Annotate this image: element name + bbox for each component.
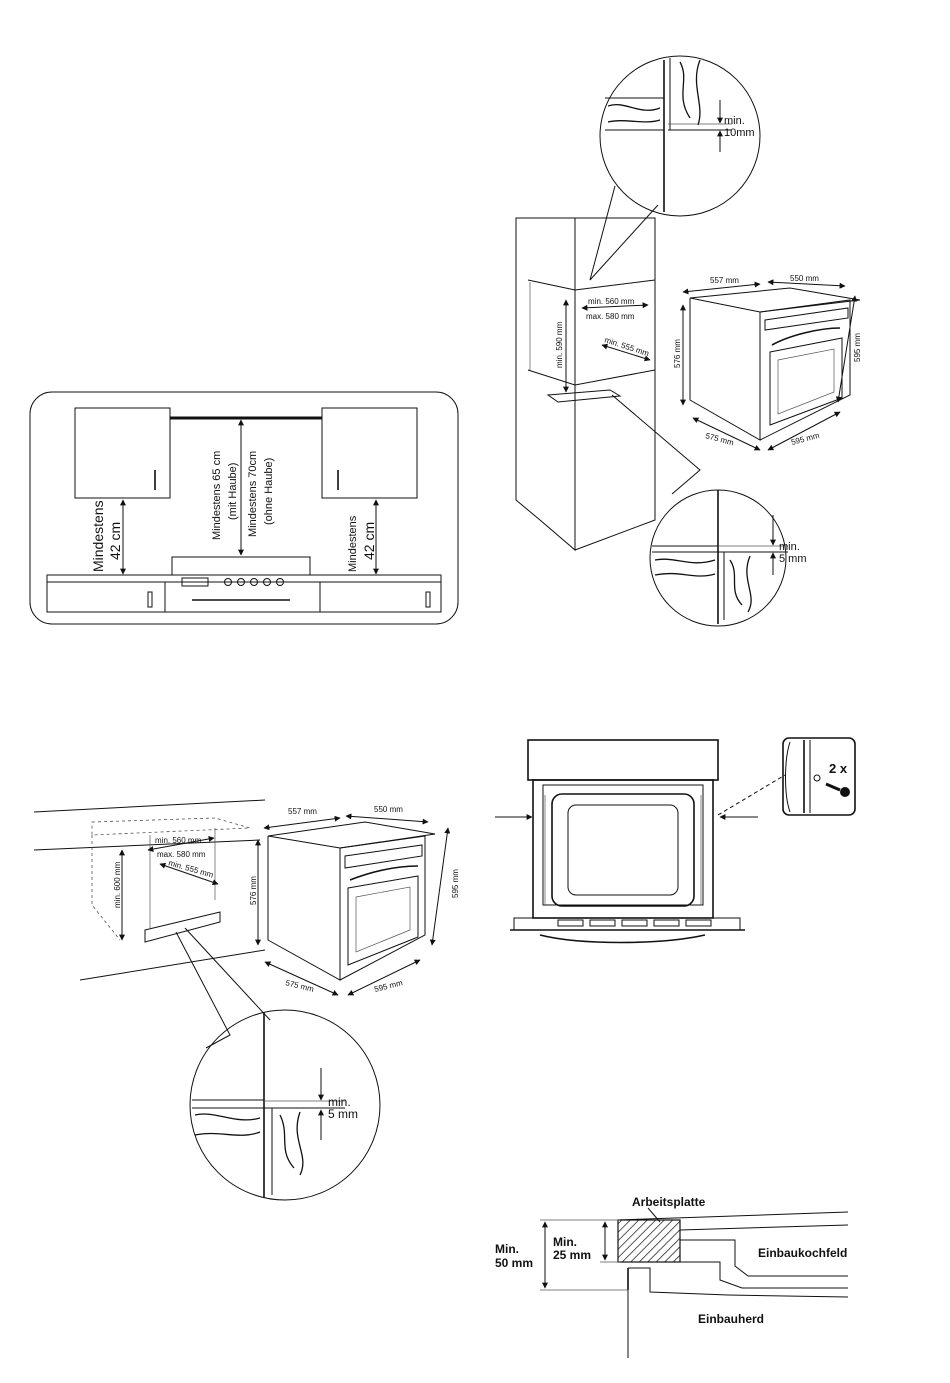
min-50-value: 50 mm: [495, 1256, 533, 1270]
oven-control-panel: [527, 739, 719, 781]
left-clearance-value: 42 cm: [107, 522, 123, 560]
niche-width-min-2: min. 560 mm: [155, 836, 202, 845]
screw-count: 2 x: [829, 761, 848, 776]
top-gap-value: 10mm: [724, 127, 755, 139]
hood-clearance-diagram: Mindestens 42 cm Mindestens 42 cm Mindes…: [29, 391, 459, 625]
oven-front: [532, 779, 714, 919]
oven-label: Einbauherd: [698, 1312, 764, 1326]
nohood-clearance-label: Mindestens 70cm: [247, 451, 259, 537]
oven-bottom-left-dim-2: 575 mm: [285, 978, 316, 994]
oven-top-left-dim-2: 557 mm: [288, 807, 317, 816]
hood-clearance-note: (mit Haube): [227, 463, 239, 520]
worktop-section-diagram: Arbeitsplatte Einbaukochfeld Einbauherd …: [495, 1195, 849, 1358]
oven-window: [551, 793, 695, 907]
left-wall-cabinet: [74, 407, 171, 499]
top-detail-circle: [599, 55, 761, 217]
oven-height-left-dim: 576 mm: [673, 339, 682, 368]
worktop-label: Arbeitsplatte: [632, 1195, 706, 1209]
right-wall-cabinet: [321, 407, 418, 499]
oven-bottom-left-dim: 575 mm: [704, 431, 735, 447]
oven-top-right-dim: 550 mm: [790, 274, 819, 283]
bottom-gap-min: min.: [779, 541, 800, 553]
left-clearance-label: Mindestens: [90, 500, 106, 572]
oven-top-left-dim: 557 mm: [710, 276, 739, 285]
tall-cabinet: [515, 217, 576, 552]
top-gap-min: min.: [724, 115, 745, 127]
niche-width-min: min. 560 mm: [588, 297, 635, 306]
diagram-frame: [29, 391, 459, 625]
tall-cabinet-diagram: min. 10mm min. 560 mm max. 580 mm min. 5…: [515, 55, 862, 627]
oven-top-right-dim-2: 550 mm: [374, 805, 403, 814]
right-clearance-value: 42 cm: [361, 522, 377, 560]
min-25-label: Min.: [553, 1235, 577, 1249]
niche-width-max-2: max. 580 mm: [157, 850, 206, 859]
niche-width-max: max. 580 mm: [586, 312, 635, 321]
oven-height-right-dim-2: 595 mm: [451, 869, 460, 898]
niche-height-2: min. 600 mm: [113, 861, 122, 908]
oven-top: [689, 287, 861, 313]
screw-detail-inset: [782, 737, 856, 816]
min-25-value: 25 mm: [553, 1248, 591, 1262]
bottom-gap-value: 5 mm: [779, 553, 807, 565]
nohood-clearance-note: (ohne Haube): [263, 458, 275, 525]
cooktop-label: Einbaukochfeld: [758, 1246, 847, 1260]
oven-top-2: [267, 821, 436, 849]
niche-height: min. 590 mm: [555, 321, 564, 368]
under-counter-diagram: min. 560 mm max. 580 mm min. 555 mm min.…: [33, 799, 460, 1201]
gap-min-value: 5 mm: [328, 1107, 358, 1121]
oven-height-left-dim-2: 576 mm: [249, 876, 258, 905]
gap-min-label: min.: [328, 1095, 351, 1109]
worktop-section: [617, 1219, 681, 1263]
oven-bottom-right-dim: 595 mm: [790, 431, 821, 447]
hood-clearance-label: Mindestens 65 cm: [211, 451, 223, 540]
oven-height-right-dim: 595 mm: [853, 333, 862, 362]
screw-fixing-diagram: 2 x: [495, 737, 856, 944]
min-50-label: Min.: [495, 1242, 519, 1256]
cooktop: [171, 556, 311, 576]
niche-depth: min. 555 mm: [603, 335, 650, 358]
right-clearance-label: Mindestens: [347, 515, 359, 572]
gap-detail-circle: [189, 1009, 381, 1201]
